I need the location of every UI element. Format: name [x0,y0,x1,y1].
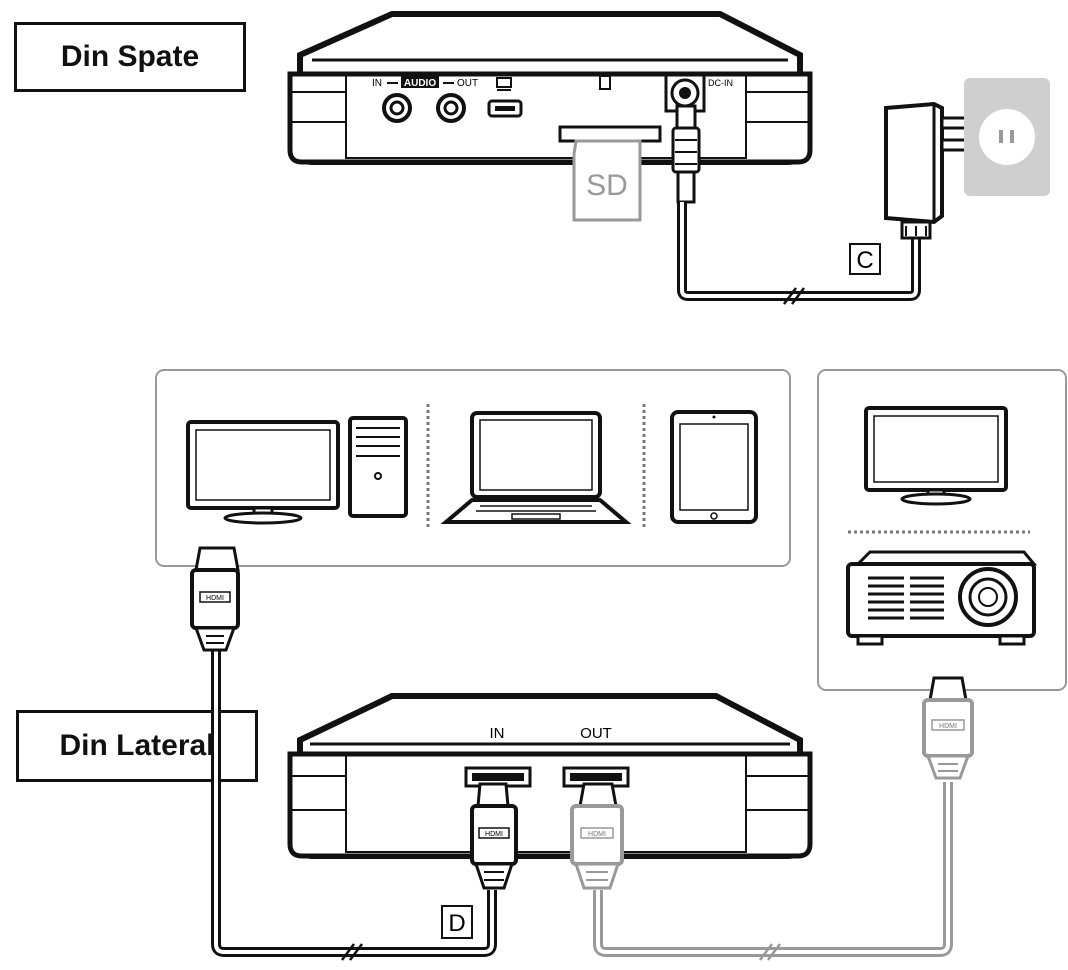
hdmi-plug-in-label: HDMI [485,831,503,838]
laptop-icon [440,411,632,524]
projector-icon [846,550,1038,646]
callout-c-text: C [856,247,873,274]
device-back-view: IN AUDIO OUT DC-IN [287,11,813,222]
hdmi-out-label: OUT [580,725,612,742]
back-view-label: Din Spate [14,22,246,92]
wall-outlet-icon [964,78,1050,196]
hdmi-plug-projector-label: HDMI [939,723,957,730]
desktop-monitor-icon [186,420,340,525]
hdmi-in-label: IN [490,725,505,742]
tv-monitor-icon [864,406,1008,506]
power-cable [671,104,921,305]
hdmi-cable-out [593,782,953,961]
dc-in-label: DC-IN [708,78,733,88]
sd-card-label: SD [586,169,628,202]
dc-in-jack [670,78,700,108]
device-side-view: IN OUT [287,693,813,859]
side-view-label-text: Din Lateral [59,729,215,762]
hdmi-plug-out-label: HDMI [588,831,606,838]
sd-slot-icon [599,75,611,90]
wall-adapter-icon [884,101,970,240]
audio-in-label: IN [372,78,382,89]
hdmi-plug-projector: HDMI [922,676,974,780]
hdmi-plug-in: HDMI [470,782,518,890]
callout-c: C [849,243,881,275]
callout-d-text: D [448,910,465,937]
hdmi-plug-source: HDMI [190,546,240,652]
audio-out-label: OUT [457,78,478,89]
audio-in-jack [382,93,412,123]
audio-label: AUDIO [404,78,436,89]
callout-d: D [441,905,473,939]
hdmi-plug-source-label: HDMI [206,595,224,602]
tablet-icon [670,410,758,524]
audio-out-jack [436,93,466,123]
sd-card: SD [558,125,662,222]
usb-icon [496,77,512,91]
back-view-label-text: Din Spate [60,40,200,73]
hdmi-plug-out: HDMI [570,782,624,890]
pc-tower-icon [348,416,408,518]
hdmi-cable-in [211,650,497,961]
usb-port [487,99,523,118]
